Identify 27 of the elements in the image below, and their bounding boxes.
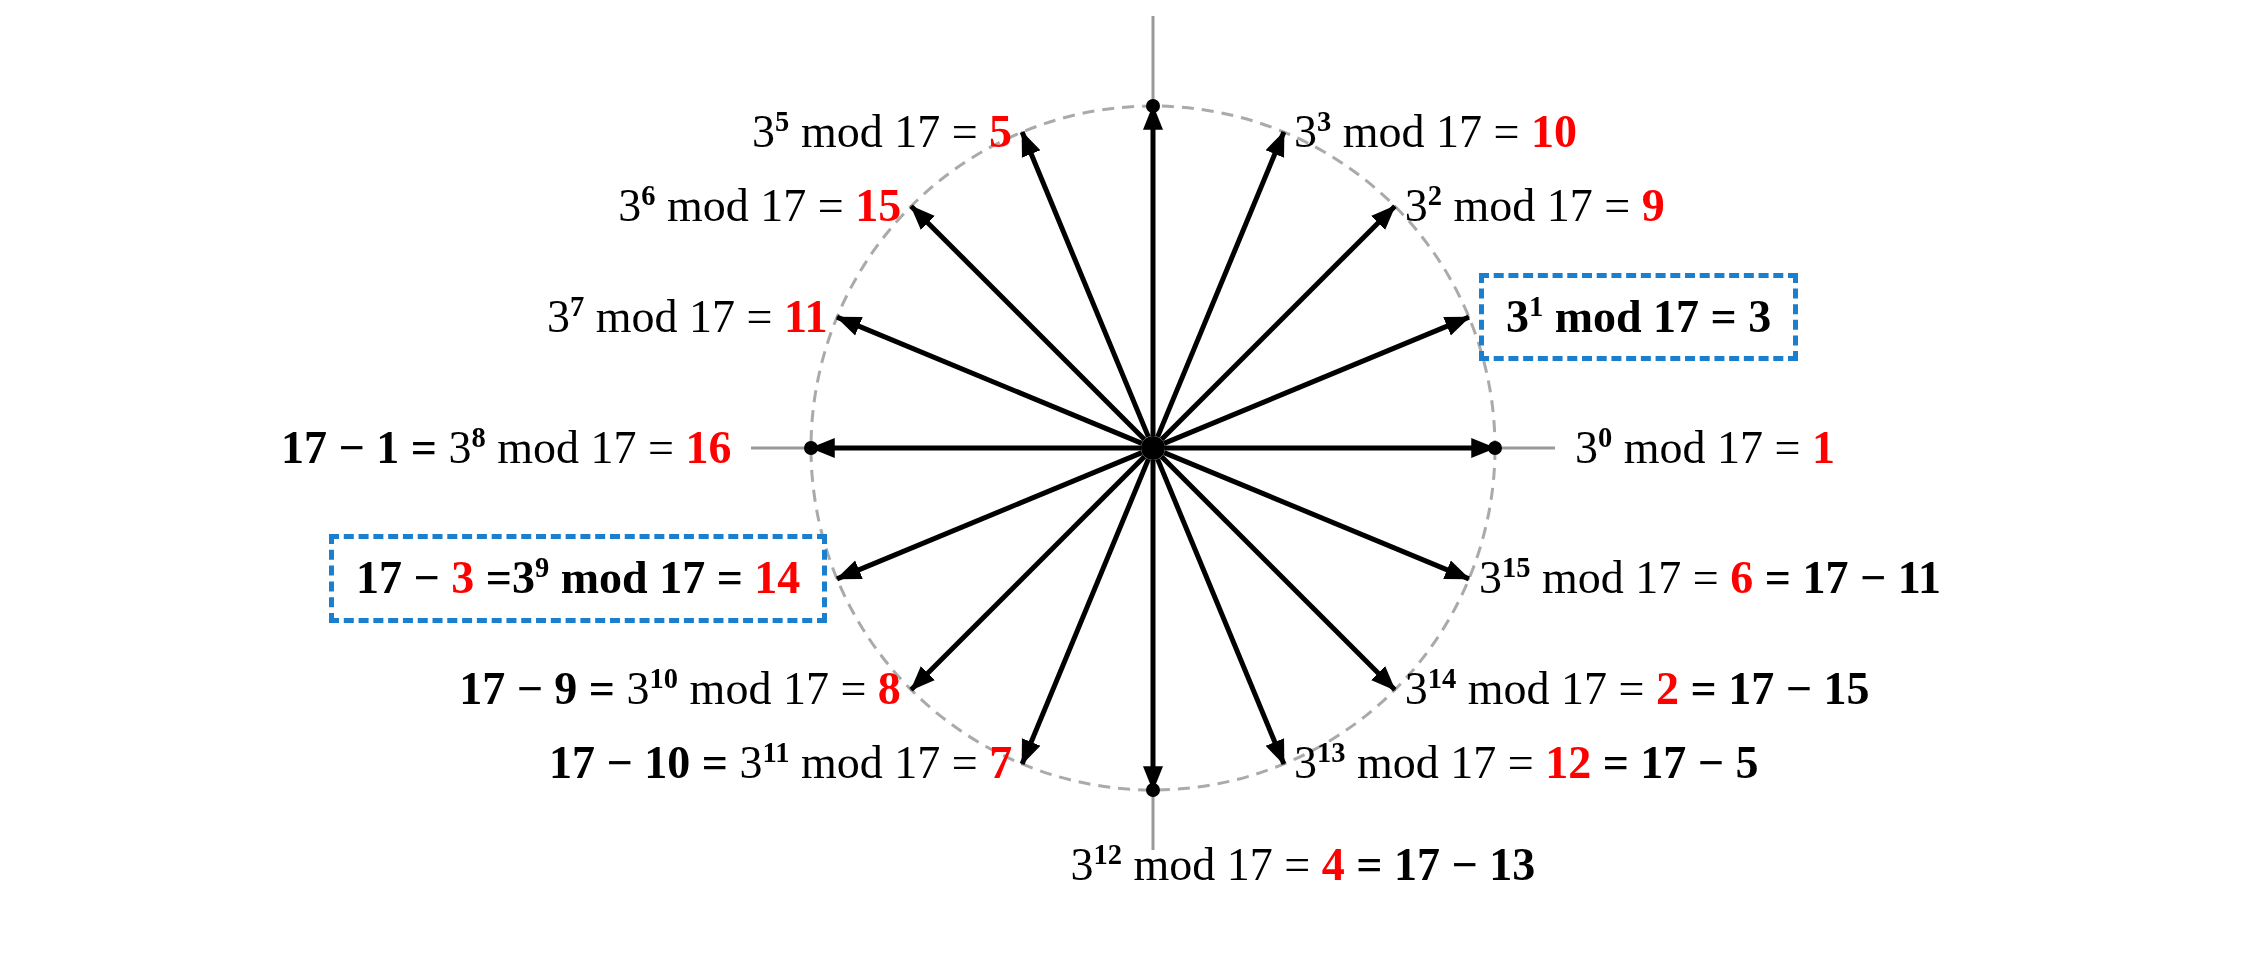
arrow: [1159, 204, 1397, 442]
arrow: [1155, 458, 1287, 766]
equation-label: 17 − 10 = 3$^{11}$ mod 17 = 7: [549, 738, 1013, 790]
highlighted-equation: 3$^{1}$ mod 17 = 3: [1478, 272, 1799, 362]
arrow: [1019, 130, 1151, 438]
equation-label: 3$^{2}$ mod 17 = 9: [1404, 180, 1665, 232]
equation-label: 3$^{15}$ mod 17 = 6 = 17 − 11: [1478, 553, 1942, 604]
arrow: [1163, 314, 1471, 446]
equation-label: 3$^{3}$ mod 17 = 10: [1293, 106, 1577, 158]
equation-label: 3$^{5}$ mod 17 = 5: [752, 106, 1013, 158]
equation-label: 3$^{12}$ mod 17 = 4 = 17 − 13: [1070, 840, 1536, 891]
equation-label: 3$^{13}$ mod 17 = 12 = 17 − 5: [1293, 738, 1759, 790]
arrow: [1019, 458, 1151, 766]
arrow: [835, 314, 1143, 446]
arrow: [1155, 130, 1287, 438]
equation-label: 3$^{14}$ mod 17 = 2 = 17 − 15: [1404, 664, 1870, 715]
arrow: [909, 204, 1147, 442]
arrow: [1159, 454, 1397, 692]
arrow: [835, 450, 1143, 582]
equation-label: 3$^{0}$ mod 17 = 1: [1575, 422, 1835, 474]
equation-label: 17 − 9 = 3$^{10}$ mod 17 = 8: [459, 664, 901, 715]
highlighted-equation: 17 − 3 =3$^{9}$ mod 17 = 14: [329, 534, 828, 623]
equation-label: 17 − 1 = 3$^{8}$ mod 17 = 16: [281, 422, 732, 474]
arrow: [909, 454, 1147, 692]
arrow: [1163, 450, 1471, 582]
equation-label: 3$^{6}$ mod 17 = 15: [618, 180, 902, 232]
equation-label: 3$^{7}$ mod 17 = 11: [547, 291, 828, 343]
